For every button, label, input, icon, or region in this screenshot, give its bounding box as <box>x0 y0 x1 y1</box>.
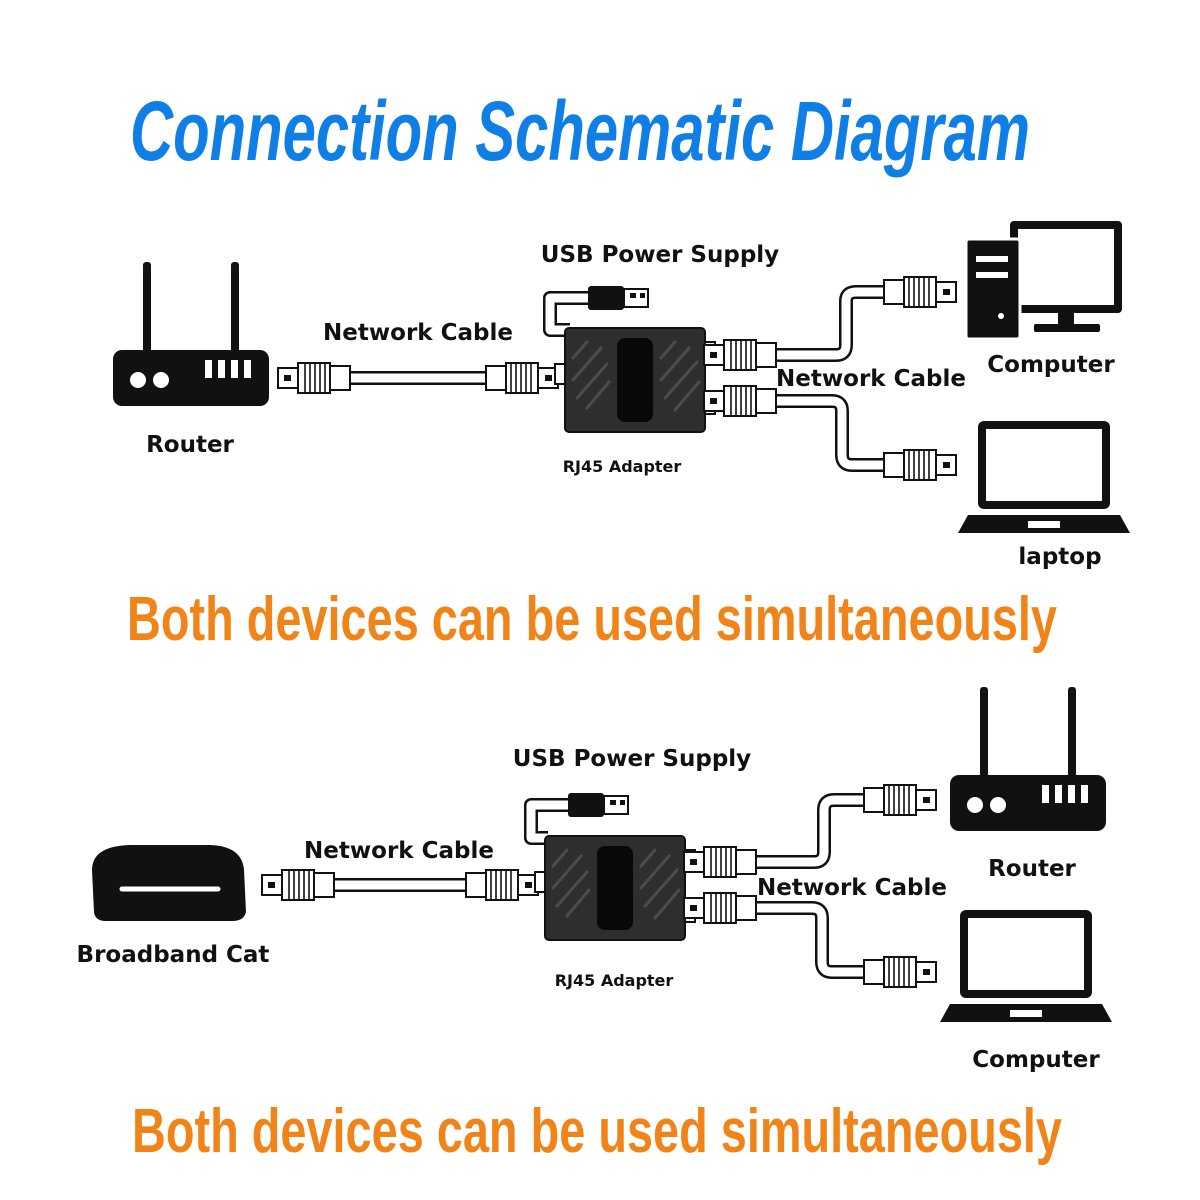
source-label: Router <box>146 432 234 458</box>
right-cable-label-2: Network Cable <box>757 875 947 901</box>
rj45-plug-computer <box>883 276 957 308</box>
usb-label-2: USB Power Supply <box>513 746 751 772</box>
laptop-icon-2 <box>940 910 1112 1022</box>
rj45-plug-right <box>485 362 559 394</box>
rj45-plug-adapter-top <box>703 339 777 371</box>
right-network-cables-2 <box>683 784 937 988</box>
usb-plug-icon-2 <box>567 792 629 818</box>
laptop-icon <box>958 421 1130 533</box>
slogan-top: Both devices can be used simultaneously <box>127 585 1057 654</box>
top-target-label-2: Router <box>988 856 1076 882</box>
rj45-adapter <box>553 326 717 434</box>
desktop-computer-icon <box>964 221 1122 341</box>
adapter-label: RJ45 Adapter <box>563 457 682 476</box>
router-icon <box>113 262 269 406</box>
rj45-plug-laptop <box>883 449 957 481</box>
right-cable-label: Network Cable <box>776 366 966 392</box>
diagram-1: Router Network Cable USB Power Supply RJ… <box>113 221 1130 570</box>
right-network-cables <box>703 276 957 481</box>
rj45-plug-left-2 <box>261 869 335 901</box>
top-target-label: Computer <box>987 352 1115 378</box>
rj45-plug-adapter-top-2 <box>683 846 757 878</box>
bottom-target-label: laptop <box>1018 544 1101 570</box>
left-network-cable-2 <box>261 869 539 901</box>
router-icon-2 <box>950 687 1106 831</box>
bottom-target-label-2: Computer <box>972 1047 1100 1073</box>
left-cable-label: Network Cable <box>323 320 513 346</box>
rj45-plug-router-2 <box>863 784 937 816</box>
usb-label: USB Power Supply <box>541 242 779 268</box>
source-label-2: Broadband Cat <box>77 942 270 968</box>
rj45-plug-computer-2 <box>863 956 937 988</box>
modem-icon <box>92 845 246 921</box>
diagram-2: Broadband Cat Network Cable USB Power Su… <box>77 687 1112 1073</box>
usb-power-cable-2 <box>524 792 629 845</box>
slogan-bottom: Both devices can be used simultaneously <box>132 1097 1062 1166</box>
rj45-plug-adapter-bottom-2 <box>683 892 757 924</box>
usb-power-cable <box>543 285 649 337</box>
rj45-plug-right-2 <box>465 869 539 901</box>
left-cable-label-2: Network Cable <box>304 838 494 864</box>
rj45-plug-adapter-bottom <box>703 385 777 417</box>
left-network-cable <box>277 362 559 394</box>
rj45-plug-left <box>277 362 351 394</box>
rj45-adapter-2 <box>533 834 697 942</box>
page-title: Connection Schematic Diagram <box>130 84 1030 178</box>
adapter-label-2: RJ45 Adapter <box>555 971 674 990</box>
usb-plug-icon <box>587 285 649 311</box>
